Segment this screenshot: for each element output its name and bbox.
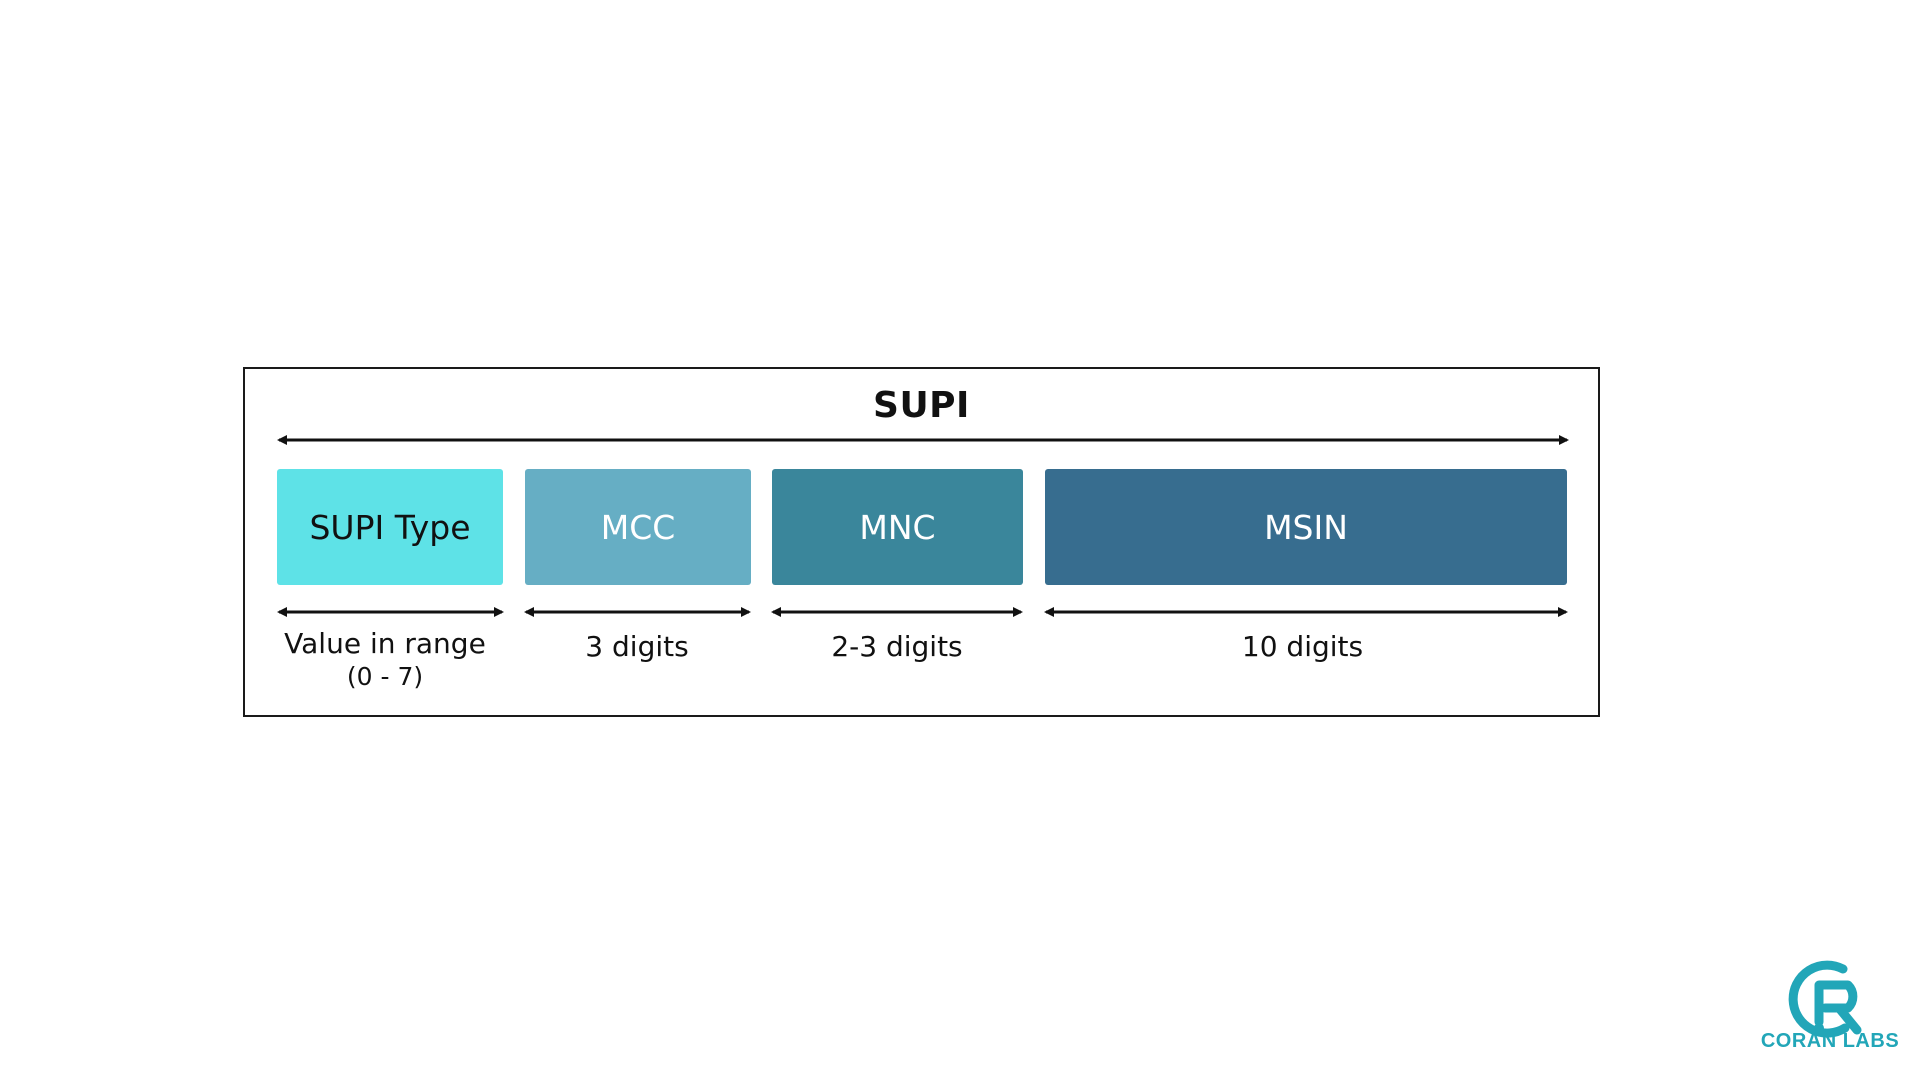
caption-mnc-line1: 2-3 digits bbox=[831, 630, 963, 663]
caption-supi-type-line2: (0 - 7) bbox=[346, 662, 424, 691]
field-label-mnc: MNC bbox=[859, 507, 936, 547]
caption-mcc-line1: 3 digits bbox=[585, 630, 689, 663]
field-label-msin: MSIN bbox=[1264, 507, 1348, 547]
field-block-mnc: MNC bbox=[772, 469, 1023, 585]
caption-msin-line1: 10 digits bbox=[1241, 630, 1364, 663]
supi-diagram-frame bbox=[243, 367, 1600, 717]
diagram-title: SUPI bbox=[873, 385, 970, 426]
coran-labs-logo-icon bbox=[1788, 960, 1862, 1038]
logo-text: CORAN LABS bbox=[1760, 1030, 1900, 1052]
field-block-mcc: MCC bbox=[525, 469, 751, 585]
caption-mcc: 3 digits bbox=[515, 630, 759, 664]
caption-supi-type: Value in range (0 - 7) bbox=[262, 627, 508, 693]
caption-supi-type-line1: Value in range bbox=[284, 627, 486, 660]
field-block-msin: MSIN bbox=[1045, 469, 1567, 585]
caption-msin: 10 digits bbox=[1045, 630, 1560, 664]
caption-mnc: 2-3 digits bbox=[772, 630, 1022, 664]
field-block-supi-type: SUPI Type bbox=[277, 469, 503, 585]
field-label-supi-type: SUPI Type bbox=[309, 507, 471, 547]
field-label-mcc: MCC bbox=[600, 507, 676, 547]
